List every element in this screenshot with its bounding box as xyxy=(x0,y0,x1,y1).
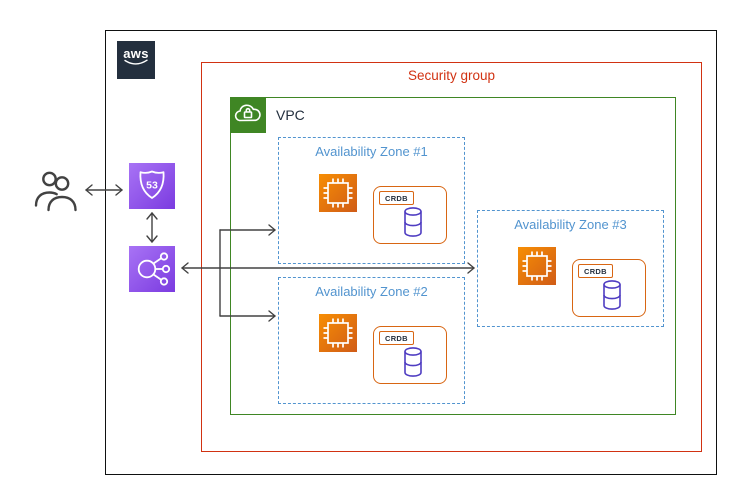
availability-zone-2-label: Availability Zone #2 xyxy=(315,284,428,299)
vpc-cloud-lock-icon xyxy=(230,97,266,133)
aws-logo: aws xyxy=(117,41,155,79)
route53-icon: 53 xyxy=(129,163,175,209)
database-icon xyxy=(404,207,422,237)
availability-zone-3-label: Availability Zone #3 xyxy=(514,217,627,232)
availability-zone-2: Availability Zone #2 CRDB xyxy=(278,277,465,404)
vpc-boundary xyxy=(230,97,676,415)
aws-logo-text: aws xyxy=(123,46,149,61)
crdb-instance-node: CRDB xyxy=(373,326,447,384)
security-group-boundary xyxy=(201,62,702,452)
database-icon xyxy=(603,280,621,310)
ec2-instance-icon xyxy=(518,247,556,285)
crdb-label: CRDB xyxy=(379,331,414,345)
aws-account-boundary xyxy=(105,30,717,475)
availability-zone-1: Availability Zone #1 CRDB xyxy=(278,137,465,264)
crdb-label: CRDB xyxy=(379,191,414,205)
ec2-instance-icon xyxy=(319,314,357,352)
ec2-instance-icon xyxy=(319,174,357,212)
security-group-label: Security group xyxy=(407,68,496,83)
availability-zone-3: Availability Zone #3 CRDB xyxy=(477,210,664,327)
crdb-instance-node: CRDB xyxy=(373,186,447,244)
crdb-label: CRDB xyxy=(578,264,613,278)
users-icon xyxy=(34,171,77,212)
load-balancer-icon xyxy=(129,246,175,292)
vpc-label: VPC xyxy=(276,107,305,123)
availability-zone-1-label: Availability Zone #1 xyxy=(315,144,428,159)
aws-smile-icon xyxy=(124,59,148,65)
route53-badge-text: 53 xyxy=(146,180,158,192)
crdb-instance-node: CRDB xyxy=(572,259,646,317)
database-icon xyxy=(404,347,422,377)
